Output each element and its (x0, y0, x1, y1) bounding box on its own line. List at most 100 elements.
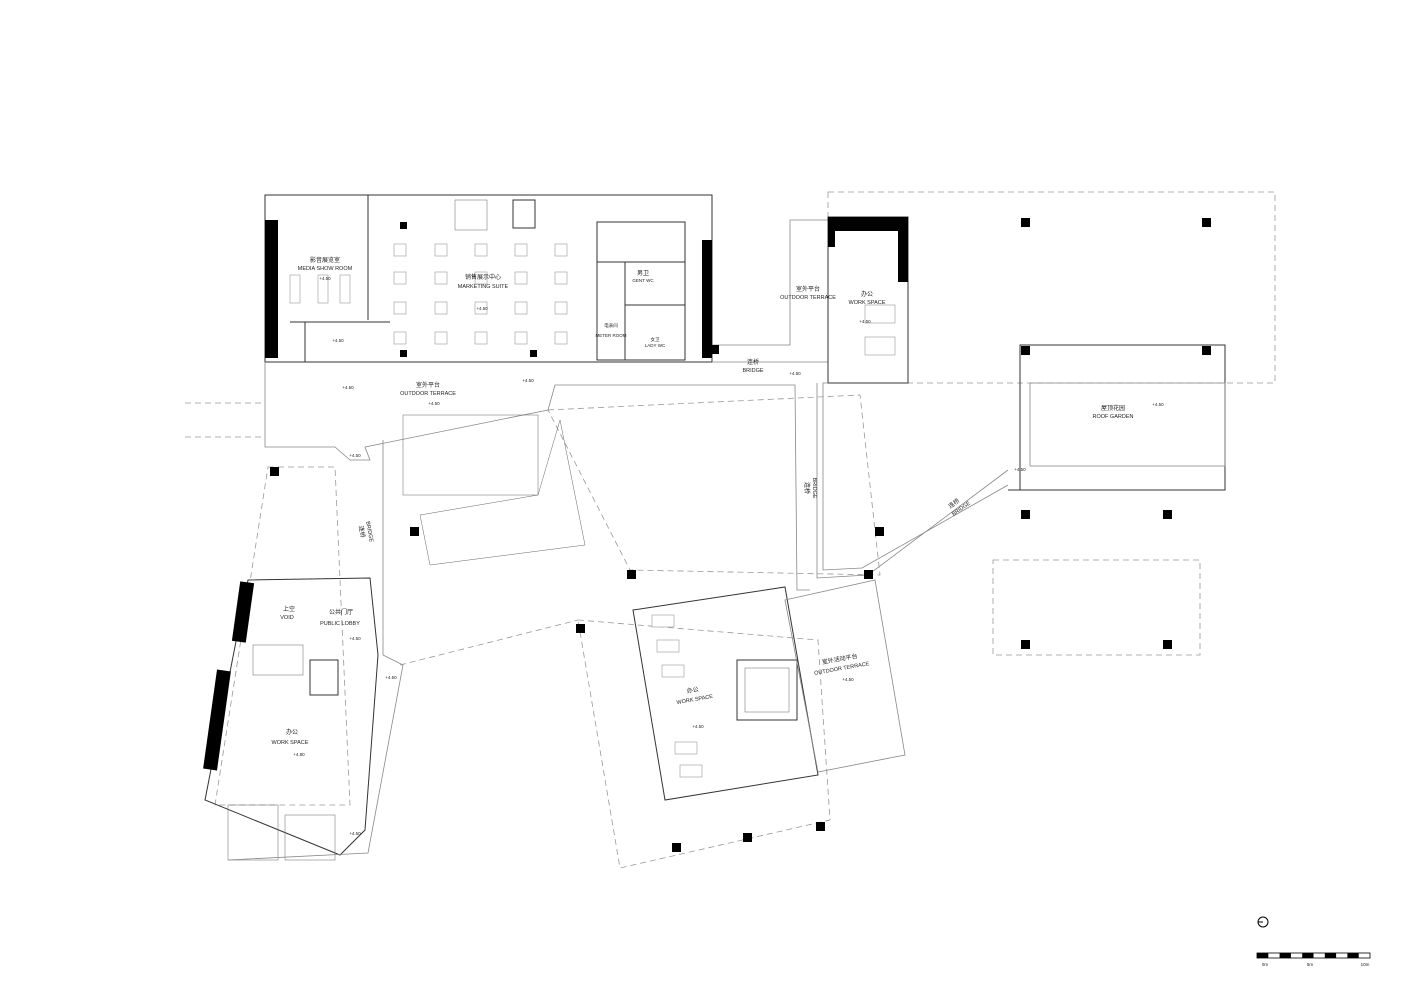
table (393, 301, 407, 315)
table (434, 331, 448, 345)
level-mark: +4.50 (385, 675, 397, 680)
table (554, 331, 568, 345)
table (474, 331, 488, 345)
table (474, 301, 488, 315)
bridge-left-label: BRIDGE (364, 521, 374, 543)
level-mark: +4.50 (342, 385, 354, 390)
north-arrow-icon (1257, 916, 1269, 928)
outdoor-terrace-label: OUTDOOR TERRACE (400, 391, 456, 397)
column (576, 624, 585, 633)
roof-garden-label-cn: 屋顶花园 (1101, 404, 1125, 412)
column (1202, 346, 1211, 355)
level-mark: +4.50 (1152, 402, 1164, 407)
workspace-left-label: WORK SPACE (272, 740, 309, 746)
void-label: VOID (280, 615, 293, 621)
column (875, 527, 884, 536)
marketing-suite-label: MARKETING SUITE (458, 284, 509, 290)
bridge-left-label-cn: 连桥 (357, 525, 367, 538)
outdoor-terrace-right-label-cn: 室外平台 (796, 285, 820, 293)
marketing-suite-label-cn: 销售展示中心 (465, 273, 501, 281)
outdoor-terrace (264, 219, 828, 591)
level-mark: +4.50 (332, 338, 344, 343)
level-mark: +4.50 (692, 724, 704, 729)
workspace-center-label-cn: 办公 (686, 685, 699, 695)
lady-wc-label-cn: 女卫 (651, 336, 660, 343)
void-label-cn: 上空 (283, 605, 295, 613)
table (474, 271, 488, 285)
structural-columns (270, 218, 1211, 852)
table (514, 331, 528, 345)
level-mark: +4.50 (789, 371, 801, 376)
bridge-label: BRIDGE (742, 368, 763, 374)
table (554, 301, 568, 315)
outdoor-terrace-right-label: OUTDOOR TERRACE (780, 295, 836, 301)
scale-segment (1279, 953, 1291, 958)
table (393, 271, 407, 285)
scale-label: 5m (1307, 962, 1314, 967)
table (554, 243, 568, 257)
level-mark: +4.50 (476, 306, 488, 311)
level-mark: +4.50 (842, 677, 854, 682)
furniture (289, 243, 568, 345)
column (816, 822, 825, 831)
meter-room-label-cn: 电表间 (604, 322, 618, 329)
scale-label: 10m (1361, 962, 1370, 967)
table (434, 243, 448, 257)
public-lobby-label: PUBLIC LOBBY (320, 621, 360, 627)
marketing-building (264, 194, 713, 363)
level-mark: +4.50 (428, 401, 440, 406)
scale-segment (1347, 953, 1359, 958)
gent-wc-label: GENT WC (632, 278, 654, 283)
table (393, 331, 407, 345)
workspace-label: WORK SPACE (849, 300, 886, 306)
column (1021, 510, 1030, 519)
public-lobby-label-cn: 公共门厅 (329, 608, 353, 616)
table (514, 243, 528, 257)
roof-garden-label: ROOF GARDEN (1093, 414, 1134, 420)
media-room-label: MEDIA SHOW ROOM (298, 266, 353, 272)
bridge-mid-label: BRIDGE (811, 477, 817, 498)
workspace-center-label: WORK SPACE (676, 694, 714, 706)
scale-segment (1324, 953, 1337, 958)
level-mark: +4.50 (1014, 467, 1026, 472)
roof-garden (1008, 344, 1226, 491)
level-mark: +4.80 (293, 752, 305, 757)
workspace-left (203, 440, 404, 861)
scale-label: 0m (1262, 962, 1269, 967)
media-room-label-cn: 影音展览室 (310, 256, 340, 264)
table (393, 243, 407, 257)
scale-segment (1257, 953, 1269, 958)
outdoor-terrace-label-cn: 室外平台 (416, 381, 440, 389)
table (514, 271, 528, 285)
scale-bar: 0m 5m 10m (1256, 952, 1371, 967)
level-mark: +4.50 (349, 453, 361, 458)
bridge-mid-label-cn: 连桥 (803, 482, 811, 494)
column (1021, 346, 1030, 355)
column (1021, 640, 1030, 649)
table (434, 271, 448, 285)
table (514, 301, 528, 315)
column (743, 833, 752, 842)
scale-segment (1302, 953, 1314, 958)
workspace-left-label-cn: 办公 (286, 728, 298, 736)
column (627, 570, 636, 579)
table (474, 243, 488, 257)
column (1021, 218, 1030, 227)
column (1163, 510, 1172, 519)
room-labels: 影音展览室 MEDIA SHOW ROOM +4.50 销售展示中心 MARKE… (272, 256, 1165, 836)
column (270, 467, 279, 476)
workspace-label-cn: 办公 (861, 290, 873, 298)
column (864, 570, 873, 579)
table (554, 271, 568, 285)
gent-wc-label-cn: 男卫 (637, 270, 649, 277)
column (672, 843, 681, 852)
level-mark: +4.50 (349, 636, 361, 641)
workspace-center (632, 579, 906, 801)
level-mark: +4.50 (859, 319, 871, 324)
level-mark: +4.50 (319, 276, 331, 281)
column (1202, 218, 1211, 227)
column (410, 527, 419, 536)
lady-wc-label: LADY WC (645, 343, 666, 348)
column (1163, 640, 1172, 649)
